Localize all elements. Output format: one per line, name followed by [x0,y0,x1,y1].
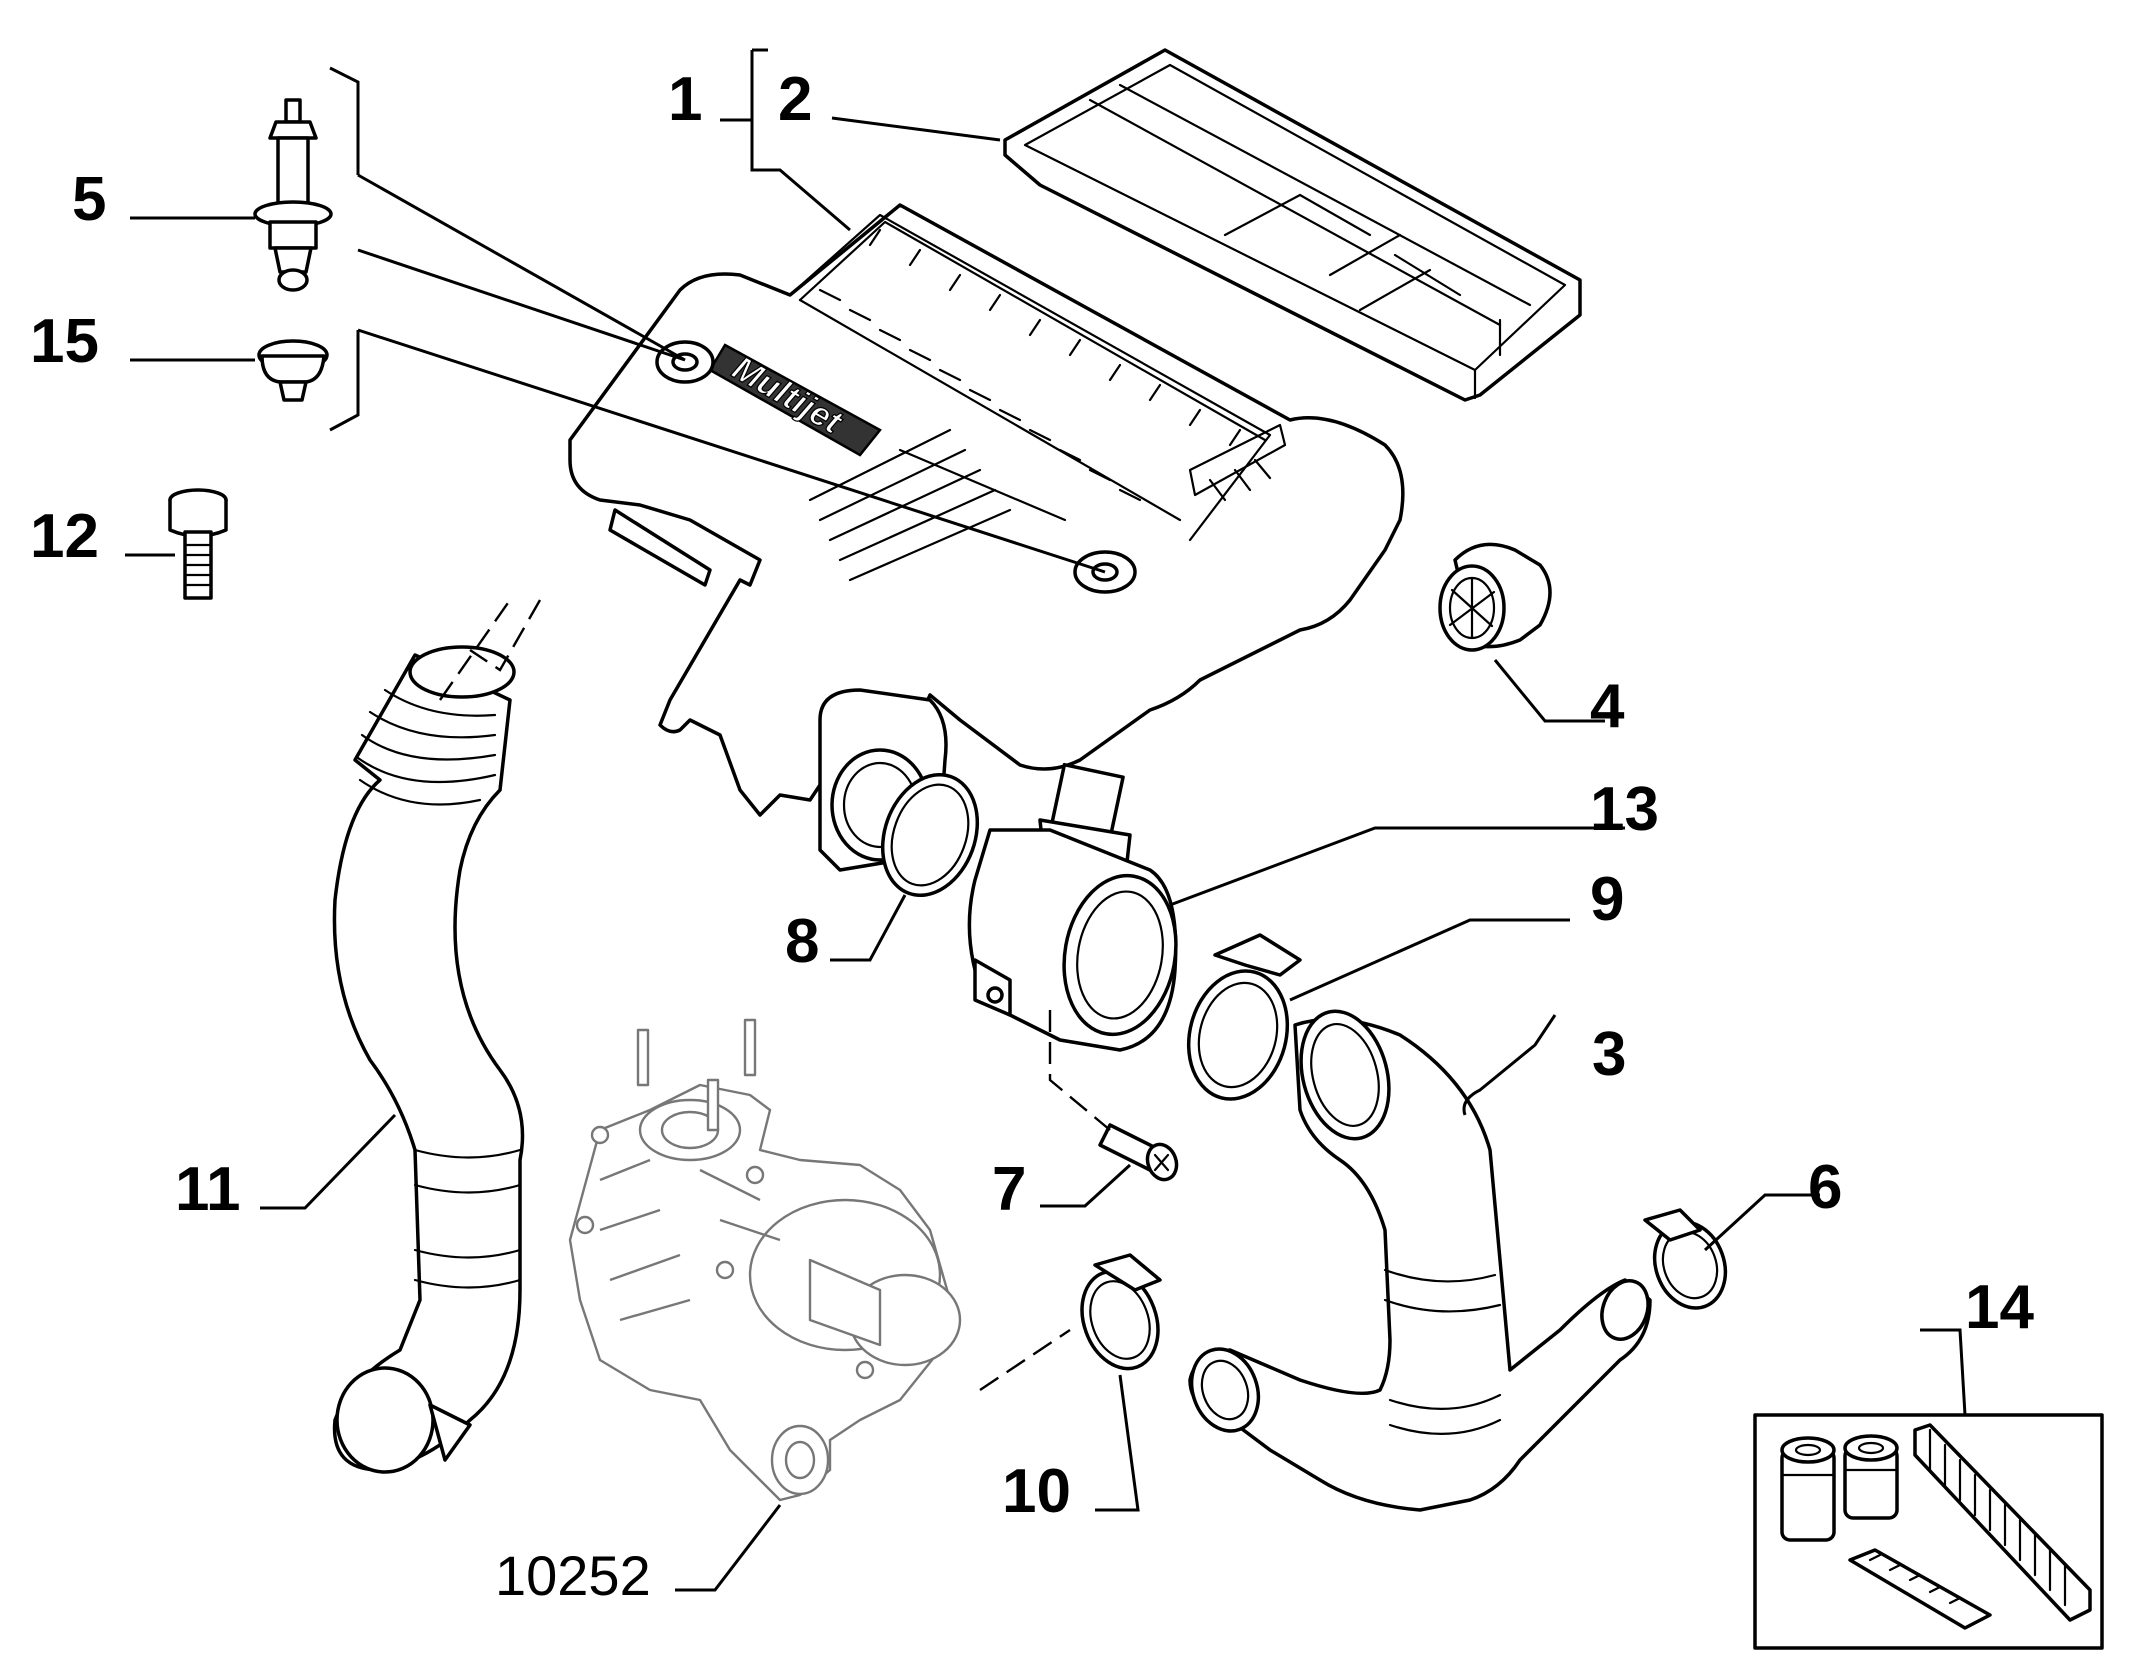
hose-clamp-small [1643,1208,1728,1310]
callout-4: 4 [1590,672,1625,741]
callout-8: 8 [785,907,819,976]
callout-7: 7 [992,1155,1026,1224]
callout-14: 14 [1965,1273,2034,1342]
oil-filter-2 [1843,1434,1899,1520]
grommet [1438,542,1552,652]
callout-15: 15 [30,307,99,376]
hose-clamp-medium [1080,1253,1162,1371]
hose-clamp-large [1186,933,1302,1101]
callout-1: 1 [668,65,702,134]
reference-number: 10252 [495,1544,651,1607]
bolt [168,488,228,600]
air-filter-panel [1913,1423,2092,1622]
oil-filter-1 [1780,1436,1836,1542]
service-kit-box [1753,1413,2104,1650]
screw [1098,1123,1179,1182]
callout-5: 5 [72,165,106,234]
callout-6: 6 [1808,1153,1842,1222]
callout-11: 11 [175,1155,241,1224]
intake-pipe [1188,1009,1652,1512]
air-mass-meter [967,762,1178,1052]
turbocharger [568,1018,962,1502]
callout-10: 10 [1002,1457,1071,1526]
cabin-filter [1848,1548,1992,1630]
rubber-plug [257,339,329,402]
callout-12: 12 [30,502,99,571]
callout-3: 3 [1592,1020,1626,1089]
callout-13: 13 [1590,775,1659,844]
callout-2: 2 [778,65,812,134]
air-filter-element [1003,48,1582,402]
o-ring [880,772,980,898]
mounting-stud [253,98,333,292]
intake-hose [332,645,525,1474]
callout-9: 9 [1590,865,1624,934]
